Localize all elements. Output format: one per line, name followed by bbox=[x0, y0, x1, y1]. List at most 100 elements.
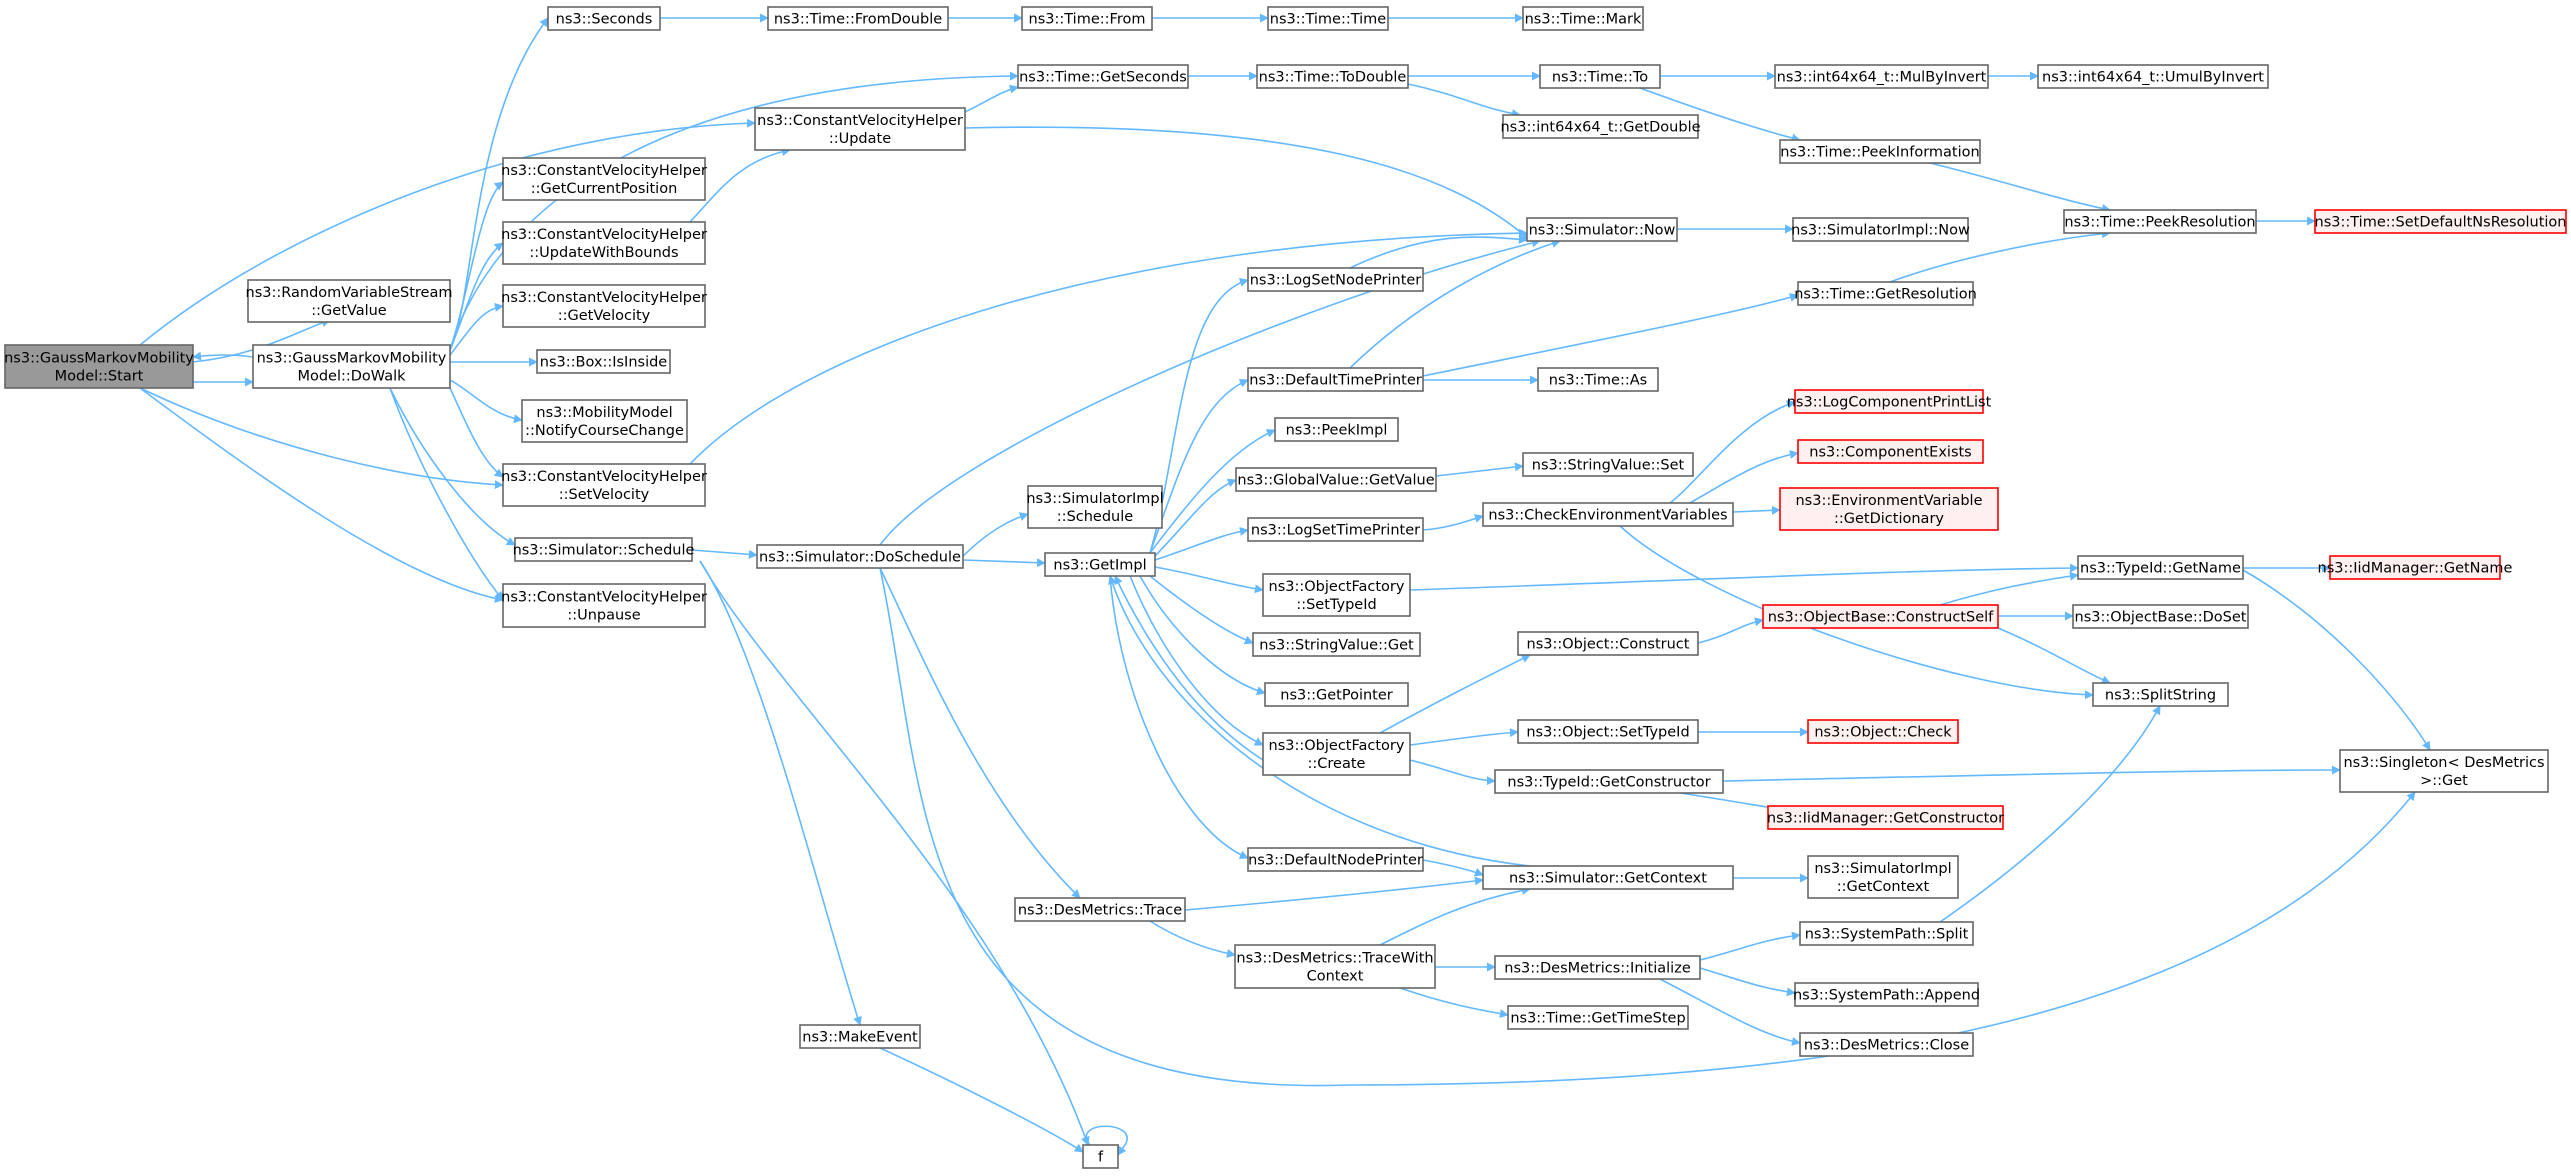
node-logsetnodeprinter[interactable]: ns3::LogSetNodePrinter bbox=[1247, 267, 1424, 292]
node-box-isinside[interactable]: ns3::Box::IsInside bbox=[536, 349, 671, 374]
node-time-setdefaultns[interactable]: ns3::Time::SetDefaultNsResolution bbox=[2314, 209, 2567, 234]
node-time-getseconds[interactable]: ns3::Time::GetSeconds bbox=[1017, 64, 1189, 89]
node-int64-getdouble[interactable]: ns3::int64x64_t::GetDouble bbox=[1500, 114, 1701, 139]
node-time-mark[interactable]: ns3::Time::Mark bbox=[1522, 6, 1644, 31]
node-defaultnodeprinter[interactable]: ns3::DefaultNodePrinter bbox=[1247, 847, 1424, 872]
node-time-getres[interactable]: ns3::Time::GetResolution bbox=[1794, 281, 1977, 306]
node-time-time[interactable]: ns3::Time::Time bbox=[1267, 6, 1389, 31]
node-iid-getname[interactable]: ns3::IidManager::GetName bbox=[2318, 555, 2513, 580]
node-label: ns3::SimulatorImpl bbox=[1814, 861, 1951, 877]
node-label: ns3::SystemPath::Split bbox=[1805, 927, 1969, 943]
node-splitstring[interactable]: ns3::SplitString bbox=[2092, 682, 2229, 707]
node-time-as[interactable]: ns3::Time::As bbox=[1537, 367, 1659, 392]
call-edge bbox=[1154, 478, 1237, 557]
node-sim-now[interactable]: ns3::Simulator::Now bbox=[1526, 217, 1678, 242]
node-envvar-getdict[interactable]: ns3::EnvironmentVariable::GetDictionary bbox=[1779, 487, 1999, 531]
node-label: ns3::Box::IsInside bbox=[540, 355, 668, 371]
node-label: ns3::GlobalValue::GetValue bbox=[1237, 473, 1434, 489]
call-edge bbox=[1409, 563, 2079, 591]
node-of-settypeid[interactable]: ns3::ObjectFactory::SetTypeId bbox=[1262, 573, 1411, 617]
node-label: ns3::GaussMarkovMobility bbox=[4, 351, 194, 367]
node-ob-constructself[interactable]: ns3::ObjectBase::ConstructSelf bbox=[1762, 604, 1999, 629]
node-cvh-unpause[interactable]: ns3::ConstantVelocityHelper::Unpause bbox=[501, 583, 707, 628]
node-box bbox=[502, 221, 706, 265]
node-label: ns3::Time::SetDefaultNsResolution bbox=[2315, 215, 2567, 231]
node-logcomplist[interactable]: ns3::LogComponentPrintList bbox=[1787, 389, 1992, 414]
node-of-create[interactable]: ns3::ObjectFactory::Create bbox=[1262, 732, 1411, 776]
node-sim-doschedule[interactable]: ns3::Simulator::DoSchedule bbox=[756, 544, 964, 569]
node-label: ns3::DesMetrics::Initialize bbox=[1504, 961, 1691, 977]
node-box bbox=[1539, 64, 1661, 89]
node-time-peekinfo[interactable]: ns3::Time::PeekInformation bbox=[1779, 139, 1981, 164]
node-obj-check[interactable]: ns3::Object::Check bbox=[1807, 719, 1959, 744]
node-time-peekres[interactable]: ns3::Time::PeekResolution bbox=[2063, 209, 2257, 234]
node-checkenv[interactable]: ns3::CheckEnvironmentVariables bbox=[1482, 502, 1734, 527]
node-label: Model::DoWalk bbox=[297, 369, 406, 385]
node-cvh-getvelocity[interactable]: ns3::ConstantVelocityHelper::GetVelocity bbox=[501, 284, 707, 328]
node-label: ::Unpause bbox=[567, 608, 640, 624]
node-ob-doset[interactable]: ns3::ObjectBase::DoSet bbox=[2072, 604, 2249, 629]
node-iid-getconstructor[interactable]: ns3::IidManager::GetConstructor bbox=[1767, 805, 2004, 830]
node-peekimpl[interactable]: ns3::PeekImpl bbox=[1274, 417, 1399, 442]
node-simimpl-getcontext[interactable]: ns3::SimulatorImpl::GetContext bbox=[1807, 855, 1959, 899]
node-defaulttimeprinter[interactable]: ns3::DefaultTimePrinter bbox=[1247, 367, 1424, 392]
node-desmetrics-trace[interactable]: ns3::DesMetrics::Trace bbox=[1014, 897, 1186, 922]
node-sv-set[interactable]: ns3::StringValue::Set bbox=[1522, 452, 1694, 477]
node-sim-schedule[interactable]: ns3::Simulator::Schedule bbox=[513, 537, 695, 562]
node-mm-notify[interactable]: ns3::MobilityModel::NotifyCourseChange bbox=[521, 399, 688, 443]
node-desmetrics-initialize[interactable]: ns3::DesMetrics::Initialize bbox=[1494, 955, 1701, 980]
node-rvs-getvalue[interactable]: ns3::RandomVariableStream::GetValue bbox=[246, 279, 453, 323]
node-box bbox=[2339, 749, 2549, 793]
node-f[interactable]: f bbox=[1082, 1144, 1119, 1169]
node-time-from[interactable]: ns3::Time::From bbox=[1021, 6, 1153, 31]
node-label: ns3::RandomVariableStream bbox=[246, 285, 453, 301]
node-cvh-getcurpos[interactable]: ns3::ConstantVelocityHelper::GetCurrentP… bbox=[501, 157, 707, 201]
node-obj-settypeid[interactable]: ns3::Object::SetTypeId bbox=[1517, 719, 1699, 744]
node-int64-umulbyinvert[interactable]: ns3::int64x64_t::UmulByInvert bbox=[2037, 64, 2269, 89]
node-logsettimeprinter[interactable]: ns3::LogSetTimePrinter bbox=[1247, 517, 1424, 542]
node-label: ns3::Simulator::GetContext bbox=[1509, 871, 1707, 887]
node-getimpl[interactable]: ns3::GetImpl bbox=[1044, 552, 1156, 577]
node-getpointer[interactable]: ns3::GetPointer bbox=[1264, 682, 1409, 707]
node-typeid-getconstructor[interactable]: ns3::TypeId::GetConstructor bbox=[1494, 769, 1724, 794]
node-cvh-update[interactable]: ns3::ConstantVelocityHelper::Update bbox=[754, 107, 966, 151]
node-cvh-setvelocity[interactable]: ns3::ConstantVelocityHelper::SetVelocity bbox=[501, 463, 707, 507]
node-desmetrics-close[interactable]: ns3::DesMetrics::Close bbox=[1799, 1032, 1974, 1057]
node-systempath-split[interactable]: ns3::SystemPath::Split bbox=[1799, 921, 1974, 946]
call-edge bbox=[1939, 705, 2161, 923]
node-gv-getvalue[interactable]: ns3::GlobalValue::GetValue bbox=[1235, 467, 1437, 492]
node-box bbox=[514, 537, 693, 562]
call-edge bbox=[1699, 931, 1801, 961]
node-systempath-append[interactable]: ns3::SystemPath::Append bbox=[1793, 982, 1980, 1007]
node-seconds[interactable]: ns3::Seconds bbox=[547, 6, 661, 31]
node-label: ns3::SplitString bbox=[2105, 688, 2216, 704]
node-compexists[interactable]: ns3::ComponentExists bbox=[1797, 439, 1984, 464]
call-edge bbox=[962, 512, 1029, 557]
node-box bbox=[502, 463, 706, 507]
node-sv-get[interactable]: ns3::StringValue::Get bbox=[1252, 632, 1421, 657]
call-edge bbox=[449, 181, 504, 351]
node-cvh-updatebounds[interactable]: ns3::ConstantVelocityHelper::UpdateWithB… bbox=[501, 221, 707, 265]
node-box bbox=[1274, 417, 1399, 442]
node-box bbox=[247, 279, 451, 323]
node-time-to[interactable]: ns3::Time::To bbox=[1539, 64, 1661, 89]
node-makeevent[interactable]: ns3::MakeEvent bbox=[799, 1024, 921, 1049]
node-time-fromdouble[interactable]: ns3::Time::FromDouble bbox=[767, 6, 949, 31]
node-label: ::Update bbox=[829, 131, 891, 147]
node-label: ns3::ConstantVelocityHelper bbox=[501, 227, 707, 243]
node-simimpl-now[interactable]: ns3::SimulatorImpl::Now bbox=[1791, 217, 1970, 242]
node-box bbox=[1044, 552, 1156, 577]
node-label: ns3::Time::PeekResolution bbox=[2064, 215, 2255, 231]
node-simimpl-schedule[interactable]: ns3::SimulatorImpl::Schedule bbox=[1026, 485, 1164, 529]
node-time-todouble[interactable]: ns3::Time::ToDouble bbox=[1256, 64, 1409, 89]
node-typeid-getname[interactable]: ns3::TypeId::GetName bbox=[2077, 555, 2244, 580]
node-obj-construct[interactable]: ns3::Object::Construct bbox=[1517, 631, 1699, 656]
node-time-gettimestep[interactable]: ns3::Time::GetTimeStep bbox=[1507, 1005, 1689, 1030]
node-sim-getcontext[interactable]: ns3::Simulator::GetContext bbox=[1482, 865, 1734, 890]
node-singleton-get[interactable]: ns3::Singleton< DesMetrics >::Get bbox=[2339, 749, 2549, 793]
node-int64-mulbyinvert[interactable]: ns3::int64x64_t::MulByInvert bbox=[1774, 64, 1989, 89]
node-box bbox=[1797, 439, 1984, 464]
